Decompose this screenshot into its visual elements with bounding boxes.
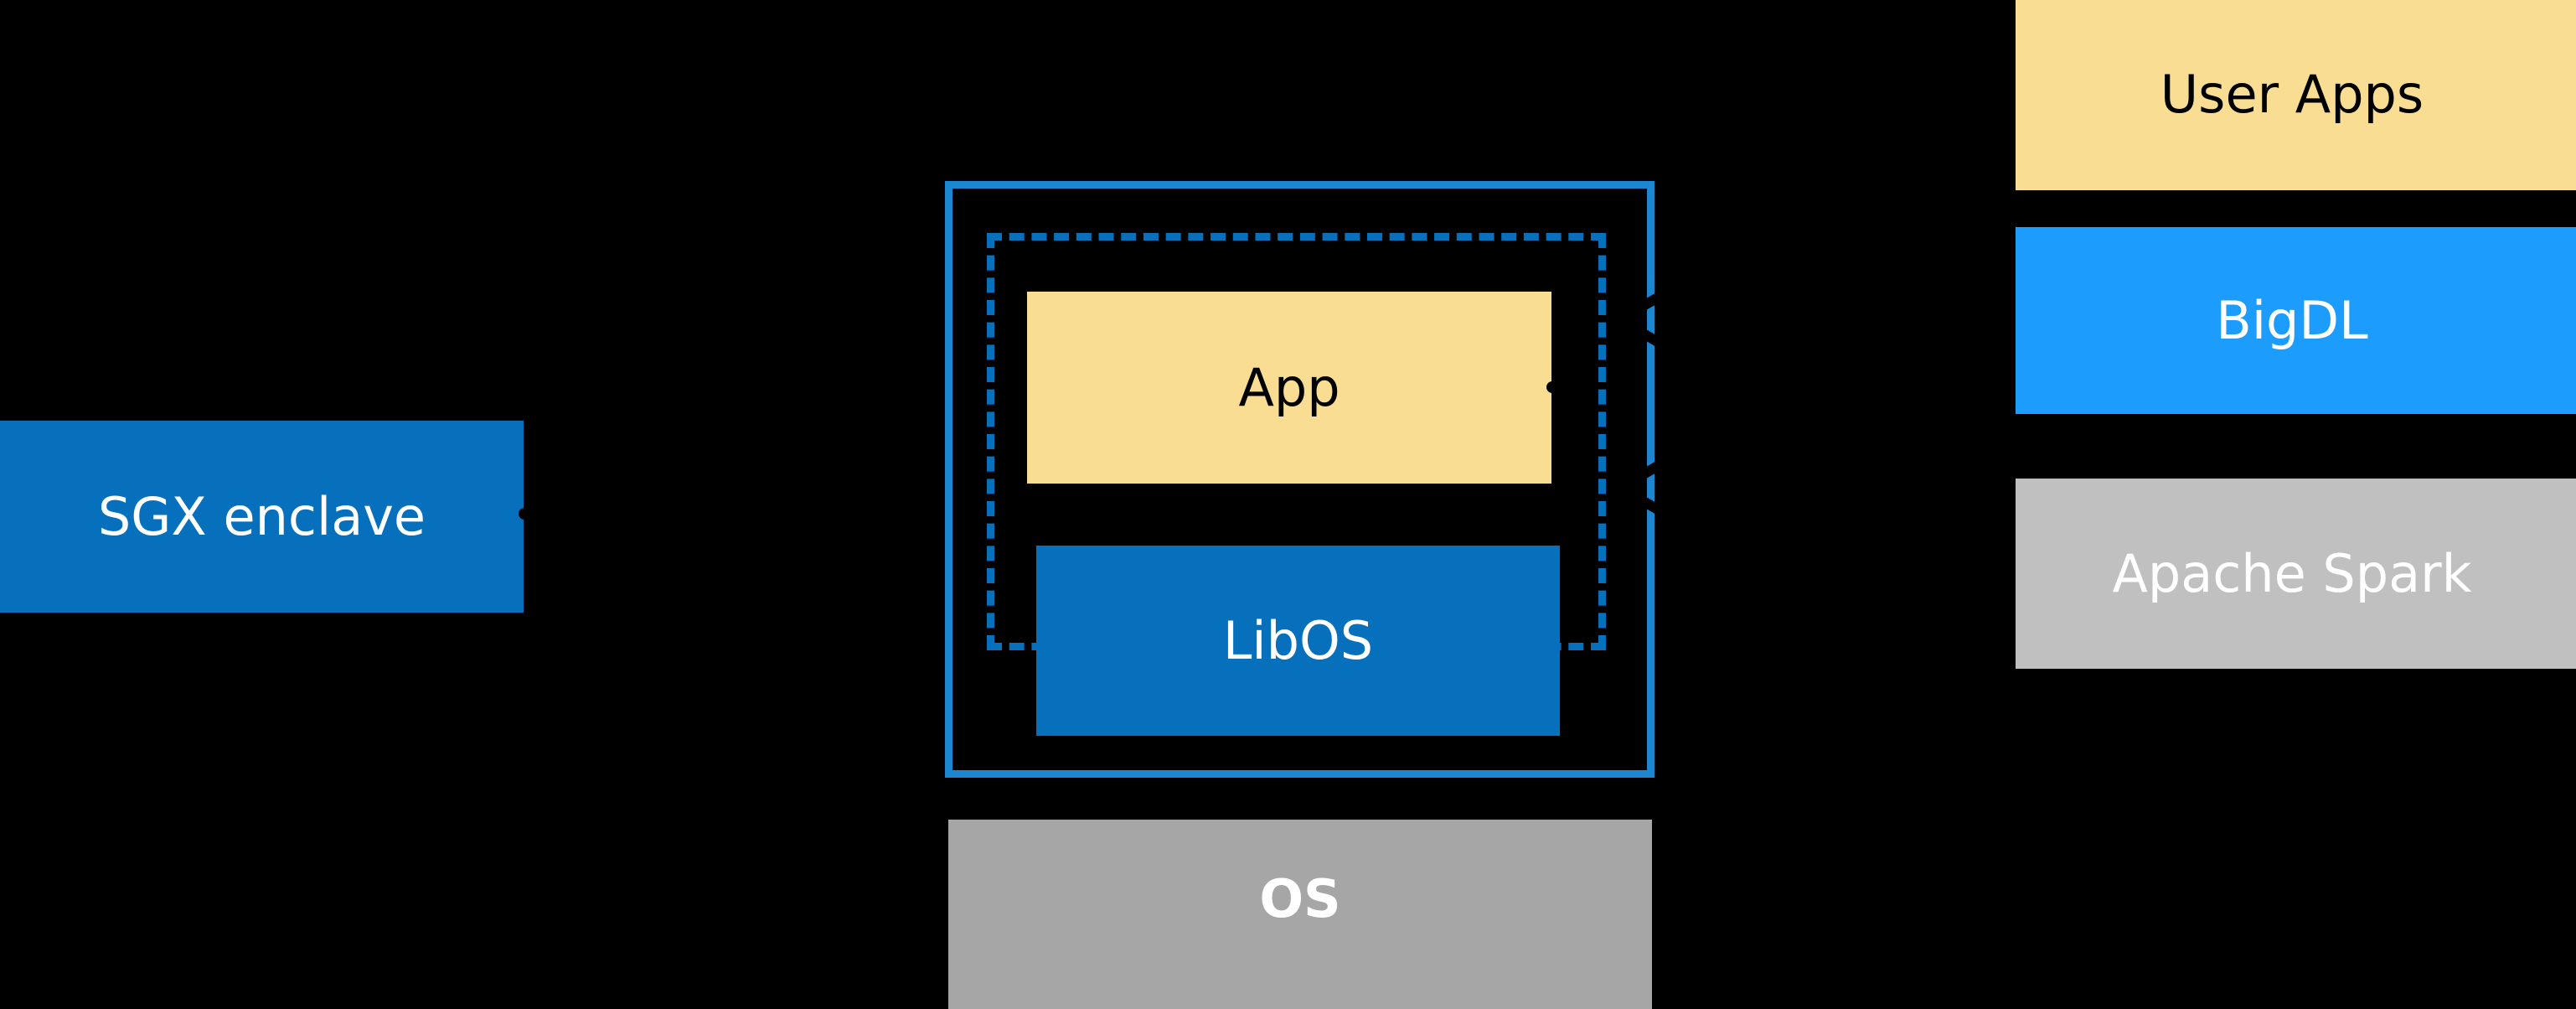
- app-box: App: [1027, 292, 1551, 484]
- libos-box: LibOS: [1036, 546, 1560, 736]
- os-label: OS: [1259, 868, 1341, 930]
- apache-spark-label: Apache Spark: [2112, 542, 2472, 604]
- sgx-connector-arrowhead-icon: [519, 508, 530, 520]
- user-apps-label: User Apps: [2160, 64, 2424, 126]
- app-label: App: [1238, 356, 1340, 418]
- libos-label: LibOS: [1222, 609, 1374, 671]
- sgx-enclave-box: SGX enclave: [0, 421, 524, 613]
- apache-spark-box: Apache Spark: [2016, 479, 2576, 669]
- bigdl-box: BigDL: [2016, 227, 2576, 414]
- user-apps-box: User Apps: [2016, 0, 2576, 190]
- app-connector-arrowhead-icon: [1546, 381, 1558, 393]
- sgx-enclave-label: SGX enclave: [97, 485, 426, 547]
- enclave-boundary-outline: [945, 181, 1655, 778]
- os-box: OS: [948, 820, 1652, 1009]
- bigdl-label: BigDL: [2216, 289, 2368, 351]
